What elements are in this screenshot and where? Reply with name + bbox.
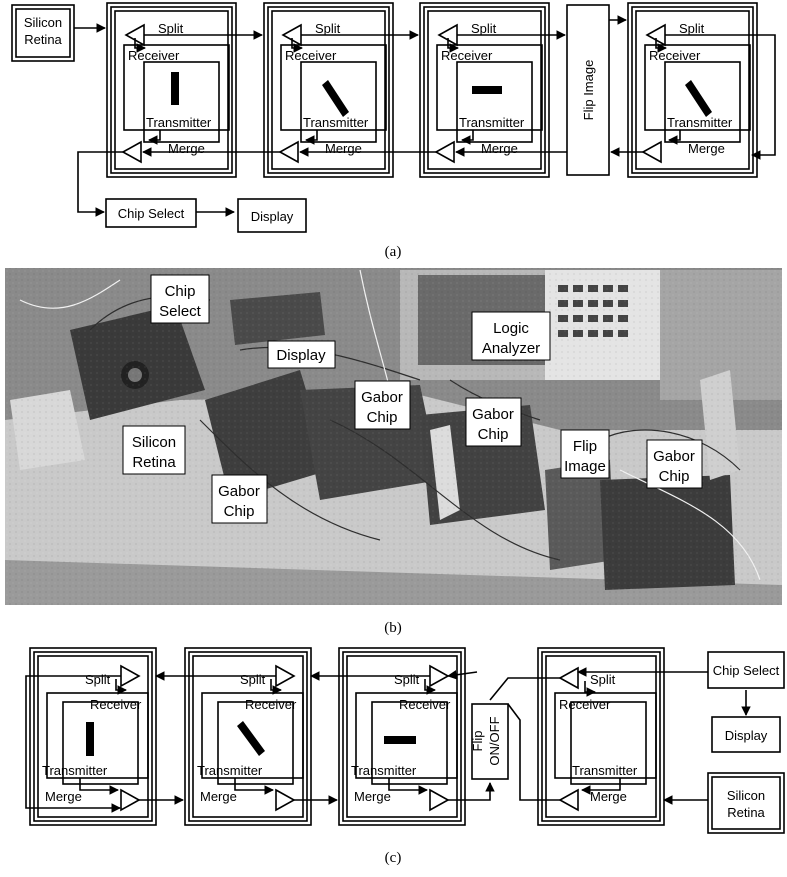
receiver-label: Receiver	[128, 48, 180, 63]
merge-label: Merge	[481, 141, 518, 156]
svg-text:Select: Select	[159, 303, 202, 320]
svg-text:Receiver: Receiver	[559, 697, 611, 712]
svg-text:Retina: Retina	[132, 454, 176, 471]
retina-label-line1-a: Silicon	[24, 15, 62, 30]
transmitter-label: Transmitter	[459, 115, 525, 130]
display-label-a: Display	[251, 209, 294, 224]
svg-text:Analyzer: Analyzer	[482, 340, 540, 357]
split-label: Split	[158, 21, 184, 36]
caption-b: (b)	[384, 620, 402, 636]
svg-text:Transmitter: Transmitter	[572, 763, 638, 778]
caption-c: (c)	[385, 850, 402, 866]
retina-label-line2-a: Retina	[24, 32, 62, 47]
display-label-c: Display	[725, 728, 768, 743]
svg-text:Transmitter: Transmitter	[42, 763, 108, 778]
transmitter-label: Transmitter	[146, 115, 212, 130]
receiver-label: Receiver	[649, 48, 701, 63]
split-label: Split	[679, 21, 705, 36]
orientation-bars-c	[86, 721, 416, 756]
svg-text:Chip: Chip	[478, 426, 509, 443]
svg-text:Transmitter: Transmitter	[351, 763, 417, 778]
svg-text:Transmitter: Transmitter	[197, 763, 263, 778]
svg-text:Chip: Chip	[165, 283, 196, 300]
svg-text:Split: Split	[85, 672, 111, 687]
svg-text:Merge: Merge	[354, 789, 391, 804]
svg-text:Merge: Merge	[590, 789, 627, 804]
svg-text:Gabor: Gabor	[218, 483, 260, 500]
svg-text:Image: Image	[564, 458, 606, 475]
flip-label-line2: ON/OFF	[487, 716, 502, 765]
retina-label-line2-c: Retina	[727, 805, 765, 820]
svg-text:Receiver: Receiver	[90, 697, 142, 712]
lab-setup-photo	[5, 268, 782, 605]
chip-select-label-a: Chip Select	[118, 206, 185, 221]
orientation-bars-a	[171, 72, 712, 117]
svg-text:Chip: Chip	[367, 409, 398, 426]
svg-text:Flip: Flip	[573, 438, 597, 455]
caption-a: (a)	[385, 244, 402, 260]
split-label: Split	[315, 21, 341, 36]
svg-text:Display: Display	[276, 347, 326, 364]
transmitter-label: Transmitter	[303, 115, 369, 130]
svg-text:Logic: Logic	[493, 320, 529, 337]
merge-label: Merge	[325, 141, 362, 156]
svg-text:Split: Split	[240, 672, 266, 687]
svg-text:Silicon: Silicon	[132, 434, 176, 451]
panel-a	[12, 3, 775, 232]
merge-label: Merge	[168, 141, 205, 156]
receiver-label: Receiver	[441, 48, 493, 63]
merge-label: Merge	[688, 141, 725, 156]
svg-text:Merge: Merge	[200, 789, 237, 804]
retina-label-line1-c: Silicon	[727, 788, 765, 803]
svg-text:Gabor: Gabor	[361, 389, 403, 406]
svg-text:Gabor: Gabor	[653, 448, 695, 465]
silicon-retina-box-c	[708, 773, 784, 833]
split-label: Split	[471, 21, 497, 36]
svg-text:Merge: Merge	[45, 789, 82, 804]
svg-text:Chip: Chip	[659, 468, 690, 485]
svg-text:Chip: Chip	[224, 503, 255, 520]
svg-text:Split: Split	[394, 672, 420, 687]
transmitter-label: Transmitter	[667, 115, 733, 130]
svg-text:Split: Split	[590, 672, 616, 687]
svg-text:Receiver: Receiver	[245, 697, 297, 712]
flip-label-line1: Flip	[470, 731, 485, 752]
panel-a-text: Silicon Retina Split Split Split Split R…	[24, 15, 733, 260]
svg-text:Receiver: Receiver	[399, 697, 451, 712]
chip-select-label-c: Chip Select	[713, 663, 780, 678]
flip-image-label-a: Flip Image	[581, 60, 596, 121]
svg-text:Gabor: Gabor	[472, 406, 514, 423]
receiver-label: Receiver	[285, 48, 337, 63]
